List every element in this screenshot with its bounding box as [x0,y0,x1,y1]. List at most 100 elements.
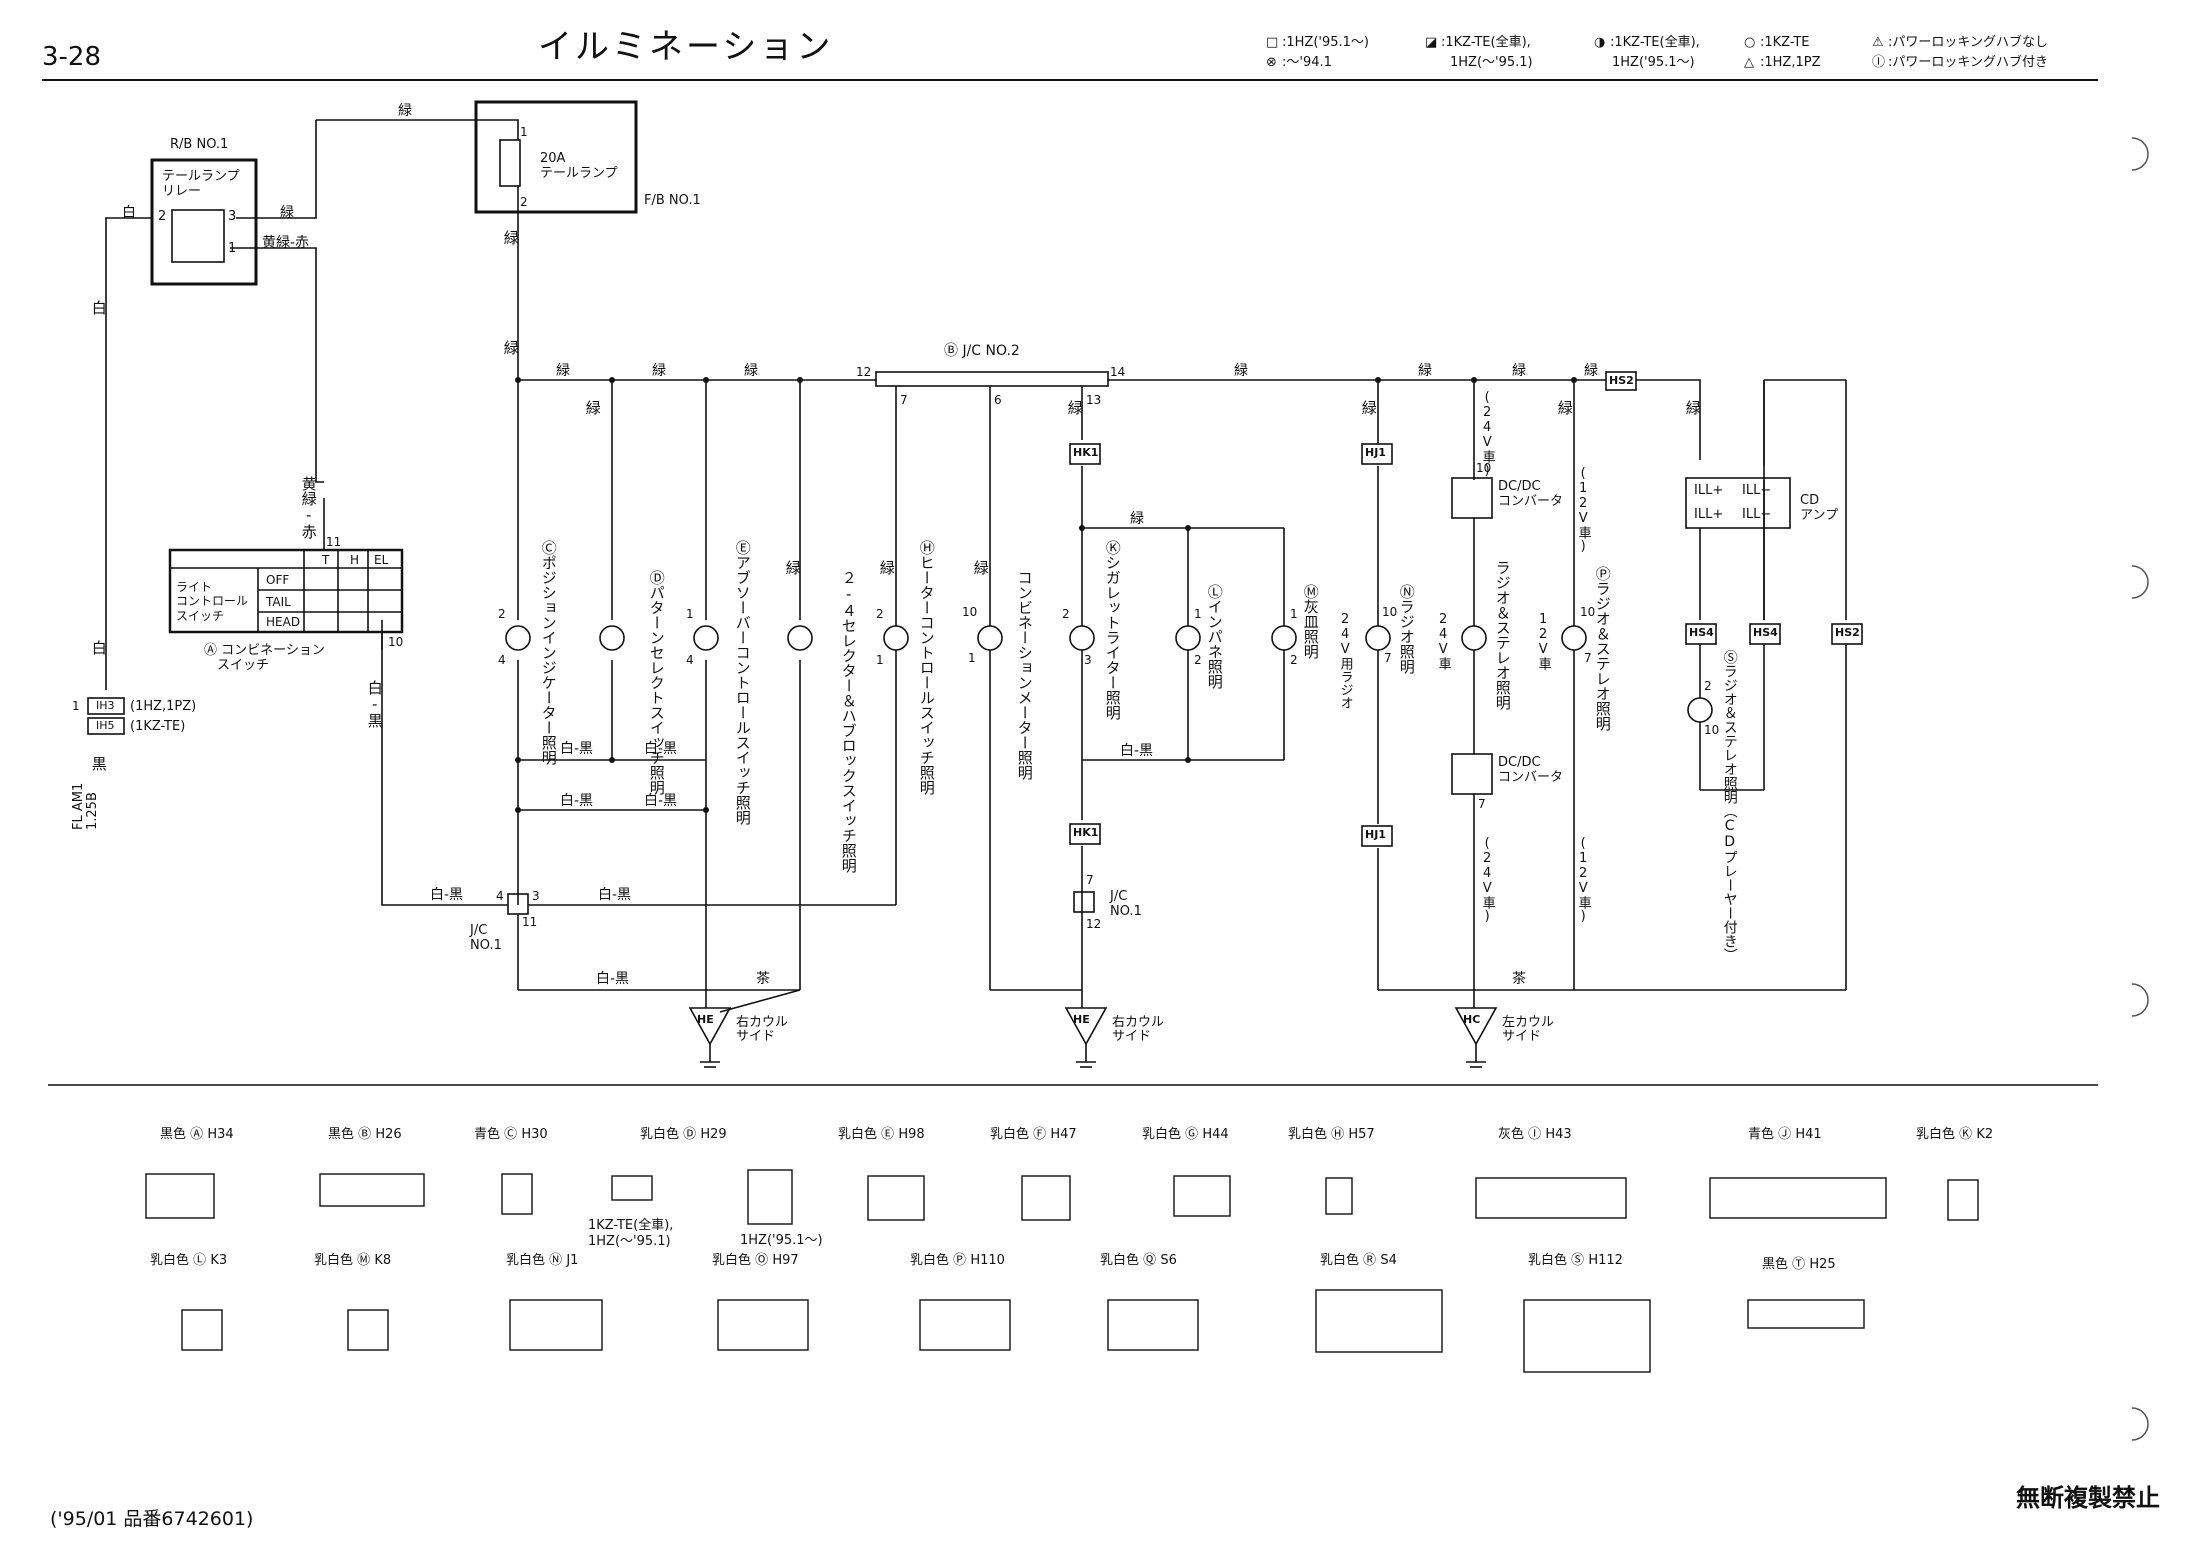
wire-green-bus-3: 緑 [744,363,758,379]
wire-green-hk1-top: 緑 [1065,400,1084,415]
switch-row-head: HEAD [266,615,301,629]
page-title: イルミネーション [538,27,834,67]
wire-brown-2: 茶 [1512,971,1526,987]
wire-green-bus-6: 緑 [1512,363,1526,379]
lamp-c-pin-2: 2 [498,607,506,621]
conn-legend-k: 乳白色 Ⓚ K2 [1916,1127,1994,1142]
jc1-pin-11: 11 [522,915,538,929]
conn-legend-i: 灰色 Ⓘ H43 [1498,1127,1572,1142]
ground-he-2-code: HE [1073,1013,1090,1026]
wire-green-bus-7: 緑 [1584,363,1598,379]
wire-white-left2: 白 [89,640,108,655]
conn-legend-o: 乳白色 Ⓞ H97 [712,1253,799,1268]
legend-no-hub-symbol: ⚠ [1872,35,1884,50]
note-radio-24v: 24V用ラジオ [1337,612,1353,709]
jc1-pin-3: 3 [532,889,540,903]
dcdc-pin-10: 10 [1476,461,1492,475]
legend-1kz-b-symbol: ◑ [1594,35,1606,50]
cd-amp-ill-minus-top: ILL− [1742,483,1772,498]
page-number: 3-28 [42,42,102,72]
wire-green-d: 緑 [583,400,602,415]
legend-with-hub-text: :パワーロッキングハブ付き [1888,55,2048,70]
jc1-center-pin-7: 7 [1086,873,1094,887]
jc1-center-label: J/C NO.1 [1110,889,1142,919]
conn-legend-m: 乳白色 Ⓜ K8 [314,1253,392,1268]
wire-green-hj1-top: 緑 [1359,400,1378,415]
legend-1hz1pz-symbol: △ [1744,55,1754,70]
meter-lamp-label: コンビネーションメーター照明 [1015,570,1034,780]
cd-amp-ill-minus-bottom: ILL− [1742,507,1772,522]
cd-amp-ill-plus-top: ILL+ [1694,483,1724,498]
position-indicator-lamp-label: Ⓒポジションインジケーター照明 [539,540,558,765]
lamp-e-pin-1: 1 [686,607,694,621]
rb-pin-3: 3 [228,209,237,224]
conn-hj1-bottom: HJ1 [1365,828,1386,841]
conn-hk1-top: HK1 [1073,446,1099,459]
binder-holes [2131,137,2149,1441]
wire-green-h: 緑 [877,560,896,575]
lamp-p-pin-7: 7 [1584,651,1592,665]
lamp-n-pin-7: 7 [1384,651,1392,665]
conn-note-n: 1KZ-TE(全車), 1HZ(～'95.1) [588,1218,674,1249]
wire-wb-switch: 白-黒 [365,680,384,728]
wire-black-fl: 黒 [89,756,108,771]
absorber-control-lamp-label: Ⓔアブソーバーコントロールスイッチ照明 [733,540,752,825]
ground-he-1-code: HE [697,1013,714,1026]
jc2-pin-13: 13 [1086,393,1102,407]
lamp-l-pin-2: 2 [1194,653,1202,667]
conn-legend-b: 黒色 Ⓑ H26 [328,1127,402,1142]
wire-wb-4: 白-黒 [644,793,678,809]
conn-legend-j: 青色 Ⓙ H41 [1748,1127,1822,1142]
legend-1hz-95-symbol: □ [1266,35,1279,50]
conn-hj1-top: HJ1 [1365,446,1386,459]
wire-green-bus-1: 緑 [556,363,570,379]
doc-code: ('95/01 品番6742601) [50,1508,254,1530]
conn-ih5: IH5 [96,719,115,732]
conn-legend-f: 乳白色 Ⓕ H47 [990,1127,1077,1142]
wire-wb-6: 白-黒 [598,887,632,903]
conn-legend-q: 乳白色 Ⓠ S6 [1100,1253,1177,1268]
fl-pin-1: 1 [72,699,80,713]
radio-lamp-label: Ⓝラジオ照明 [1397,584,1416,674]
conn-hs2-top: HS2 [1609,374,1634,387]
radio-stereo-lamp-label-dc: ラジオ＆ステレオ照明 [1493,560,1512,710]
legend-1hz1pz-text: :1HZ,1PZ [1760,55,1821,70]
copyright-notice: 無断複製禁止 [2016,1484,2160,1512]
wire-wb-1: 白-黒 [560,741,594,757]
wire-green-p: 緑 [1555,400,1574,415]
fuse-20a-label: 20A テールランプ [540,151,618,181]
legend-1kzte-text: :1KZ-TE [1760,35,1810,50]
conn-legend-g: 乳白色 Ⓖ H44 [1142,1127,1229,1142]
conn-legend-l: 乳白色 Ⓛ K3 [150,1253,228,1268]
legend-94-symbol: ⊗ [1266,55,1277,70]
conn-legend-t: 黒色 Ⓣ H25 [1762,1257,1836,1272]
ground-he-1-label: 右カウル サイド [736,1015,789,1045]
lamp-e-pin-4: 4 [686,653,694,667]
legend-1kz-a-text: :1KZ-TE(全車), [1441,35,1531,50]
jc2-pin-12: 12 [856,365,872,379]
legend-94-text: :～'94.1 [1282,55,1332,70]
wire-green-bus-5: 緑 [1418,363,1432,379]
lamp-h-pin-2: 2 [876,607,884,621]
jc2-pin-7: 7 [900,393,908,407]
wire-wb-7: 白-黒 [596,971,630,987]
ashtray-lamp-label: Ⓜ灰皿照明 [1301,584,1320,659]
wire-green-bus-2: 緑 [652,363,666,379]
wire-wb-2: 白-黒 [644,741,678,757]
dcdc-pin-7: 7 [1478,797,1486,811]
lamp-ij-pin-10: 10 [962,605,978,619]
wire-white-left: 白 [89,300,108,315]
rb-pin-1: 1 [228,241,237,256]
connector-shapes [145,1169,1979,1373]
note-12v-top: (12V車) [1575,466,1591,554]
cd-amp-label: CD アンプ [1800,493,1839,523]
switch-row-off: OFF [266,573,290,587]
conn-ih3-note: (1HZ,1PZ) [130,699,197,714]
conn-legend-p: 乳白色 Ⓟ H110 [910,1253,1005,1268]
lamp-s-pin-2: 2 [1704,679,1712,693]
conn-legend-h: 乳白色 Ⓗ H57 [1288,1127,1375,1142]
conn-legend-s: 乳白色 Ⓢ H112 [1528,1253,1623,1268]
conn-note-o: 1HZ('95.1～) [740,1233,823,1248]
switch-col-t: T [322,553,330,567]
